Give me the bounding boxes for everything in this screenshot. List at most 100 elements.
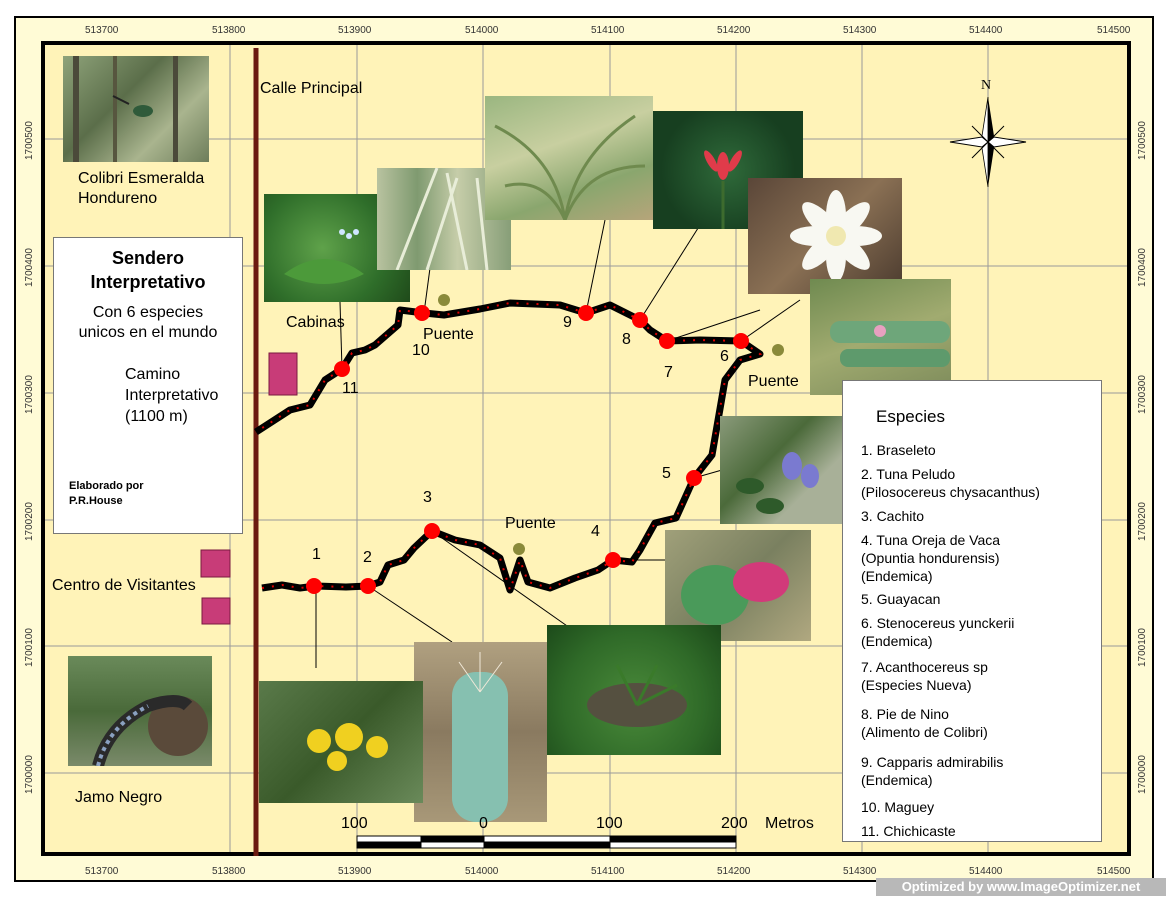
northing-label-left: 1700500 bbox=[24, 121, 35, 160]
cabinas-label: Cabinas bbox=[286, 314, 345, 331]
photo-pie-de-nino bbox=[653, 111, 803, 229]
easting-label-bottom: 514500 bbox=[1097, 866, 1131, 877]
photo-opuntia bbox=[665, 530, 811, 641]
easting-label-bottom: 514200 bbox=[717, 866, 751, 877]
easting-label-top: 514500 bbox=[1097, 25, 1131, 36]
scale-bar bbox=[356, 835, 737, 849]
northing-label-right: 1700400 bbox=[1137, 248, 1148, 287]
easting-label-top: 514100 bbox=[591, 25, 625, 36]
legend-credit-line1: Elaborado por bbox=[69, 480, 144, 492]
species-item: 11. Chichicaste bbox=[861, 823, 956, 839]
legend-credit-line2: P.R.House bbox=[69, 495, 123, 507]
northing-label-right: 1700000 bbox=[1137, 755, 1148, 794]
legend-camino-line1: Camino bbox=[125, 366, 181, 383]
easting-label-top: 513800 bbox=[212, 25, 246, 36]
stop-marker-1[interactable] bbox=[306, 578, 322, 594]
scale-label: 100 bbox=[341, 815, 368, 832]
legend-subtitle-line1: Con 6 especies bbox=[92, 304, 204, 321]
species-item: 2. Tuna Peludo(Pilosocereus chysacanthus… bbox=[861, 466, 1040, 500]
northing-label-right: 1700500 bbox=[1137, 121, 1148, 160]
bridge-marker-right bbox=[772, 344, 784, 356]
species-item: 8. Pie de Nino(Alimento de Colibri) bbox=[861, 706, 988, 740]
easting-label-bottom: 514400 bbox=[969, 866, 1003, 877]
easting-label-bottom: 513800 bbox=[212, 866, 246, 877]
photo-acanthocereus bbox=[810, 279, 951, 395]
bridge-label-right: Puente bbox=[748, 373, 799, 390]
north-arrow-icon bbox=[949, 96, 1027, 188]
stop-number-8: 8 bbox=[622, 331, 631, 348]
northing-label-left: 1700000 bbox=[24, 755, 35, 794]
northing-label-right: 1700300 bbox=[1137, 375, 1148, 414]
easting-label-bottom: 514000 bbox=[465, 866, 499, 877]
cabinas-building bbox=[268, 352, 298, 396]
colibri-label-line1: Colibri Esmeralda bbox=[78, 170, 205, 187]
jamo-negro-label: Jamo Negro bbox=[75, 789, 163, 806]
stop-number-10: 10 bbox=[412, 342, 430, 359]
photo-braseleto bbox=[259, 681, 423, 803]
easting-label-bottom: 513900 bbox=[338, 866, 372, 877]
legend-box: Sendero Interpretativo Con 6 especies un… bbox=[53, 237, 243, 534]
northing-label-right: 1700200 bbox=[1137, 502, 1148, 541]
bridge-label-mid: Puente bbox=[505, 515, 556, 532]
northing-label-left: 1700300 bbox=[24, 375, 35, 414]
scale-label: 100 bbox=[596, 815, 623, 832]
easting-label-top: 514200 bbox=[717, 25, 751, 36]
legend-title-line2: Interpretativo bbox=[90, 272, 206, 292]
bridge-marker-top bbox=[438, 294, 450, 306]
stop-marker-5[interactable] bbox=[686, 470, 702, 486]
stop-number-4: 4 bbox=[591, 523, 600, 540]
easting-label-top: 514400 bbox=[969, 25, 1003, 36]
interpretive-trail bbox=[254, 299, 764, 594]
stop-number-1: 1 bbox=[312, 546, 321, 563]
stop-marker-2[interactable] bbox=[360, 578, 376, 594]
stop-marker-11[interactable] bbox=[334, 361, 350, 377]
stop-number-2: 2 bbox=[363, 549, 372, 566]
species-item: 6. Stenocereus yunckerii(Endemica) bbox=[861, 615, 1015, 649]
stop-number-6: 6 bbox=[720, 348, 729, 365]
northing-label-right: 1700100 bbox=[1137, 628, 1148, 667]
bridge-label-top: Puente bbox=[423, 326, 474, 343]
easting-label-bottom: 514100 bbox=[591, 866, 625, 877]
easting-label-top: 513900 bbox=[338, 25, 372, 36]
stop-marker-10[interactable] bbox=[414, 305, 430, 321]
stop-marker-3[interactable] bbox=[424, 523, 440, 539]
visitor-center-building-2 bbox=[201, 597, 231, 625]
photo-stenocereus-flower bbox=[748, 178, 902, 294]
legend-title-line1: Sendero bbox=[111, 248, 185, 268]
species-item: 7. Acanthocereus sp(Especies Nueva) bbox=[861, 659, 988, 693]
north-label: N bbox=[981, 78, 992, 93]
species-item: 5. Guayacan bbox=[861, 591, 941, 607]
species-title: Especies bbox=[876, 407, 945, 426]
stop-marker-8[interactable] bbox=[632, 312, 648, 328]
easting-label-top: 514300 bbox=[843, 25, 877, 36]
stop-marker-9[interactable] bbox=[578, 305, 594, 321]
photo-guayacan bbox=[720, 416, 844, 524]
legend-camino-line3: (1100 m) bbox=[125, 408, 188, 425]
photo-cachito bbox=[547, 625, 721, 755]
easting-label-bottom: 513700 bbox=[85, 866, 119, 877]
stop-number-3: 3 bbox=[423, 489, 432, 506]
colibri-label-line2: Hondureno bbox=[78, 190, 158, 207]
main-road-label: Calle Principal bbox=[260, 80, 363, 97]
legend-camino-line2: Interpretativo bbox=[125, 387, 219, 404]
easting-label-top: 513700 bbox=[85, 25, 119, 36]
scale-label: 200 bbox=[721, 815, 748, 832]
photo-capparis bbox=[485, 96, 653, 220]
stop-number-5: 5 bbox=[662, 465, 671, 482]
species-item: 9. Capparis admirabilis(Endemica) bbox=[861, 754, 1004, 788]
legend-subtitle-line2: unicos en el mundo bbox=[78, 324, 218, 341]
stop-marker-7[interactable] bbox=[659, 333, 675, 349]
watermark-banner: Optimized by www.ImageOptimizer.net bbox=[876, 878, 1166, 896]
photo-tuna-peludo bbox=[414, 642, 547, 822]
stop-marker-4[interactable] bbox=[605, 552, 621, 568]
northing-label-left: 1700400 bbox=[24, 248, 35, 287]
stop-marker-6[interactable] bbox=[733, 333, 749, 349]
stop-number-9: 9 bbox=[563, 314, 572, 331]
scale-label: 0 bbox=[479, 815, 488, 832]
easting-label-bottom: 514300 bbox=[843, 866, 877, 877]
visitor-center-building-1 bbox=[200, 549, 231, 578]
species-item: 10. Maguey bbox=[861, 799, 935, 815]
easting-label-top: 514000 bbox=[465, 25, 499, 36]
photo-colibri bbox=[63, 56, 209, 162]
species-item: 4. Tuna Oreja de Vaca(Opuntia hondurensi… bbox=[861, 532, 1001, 584]
